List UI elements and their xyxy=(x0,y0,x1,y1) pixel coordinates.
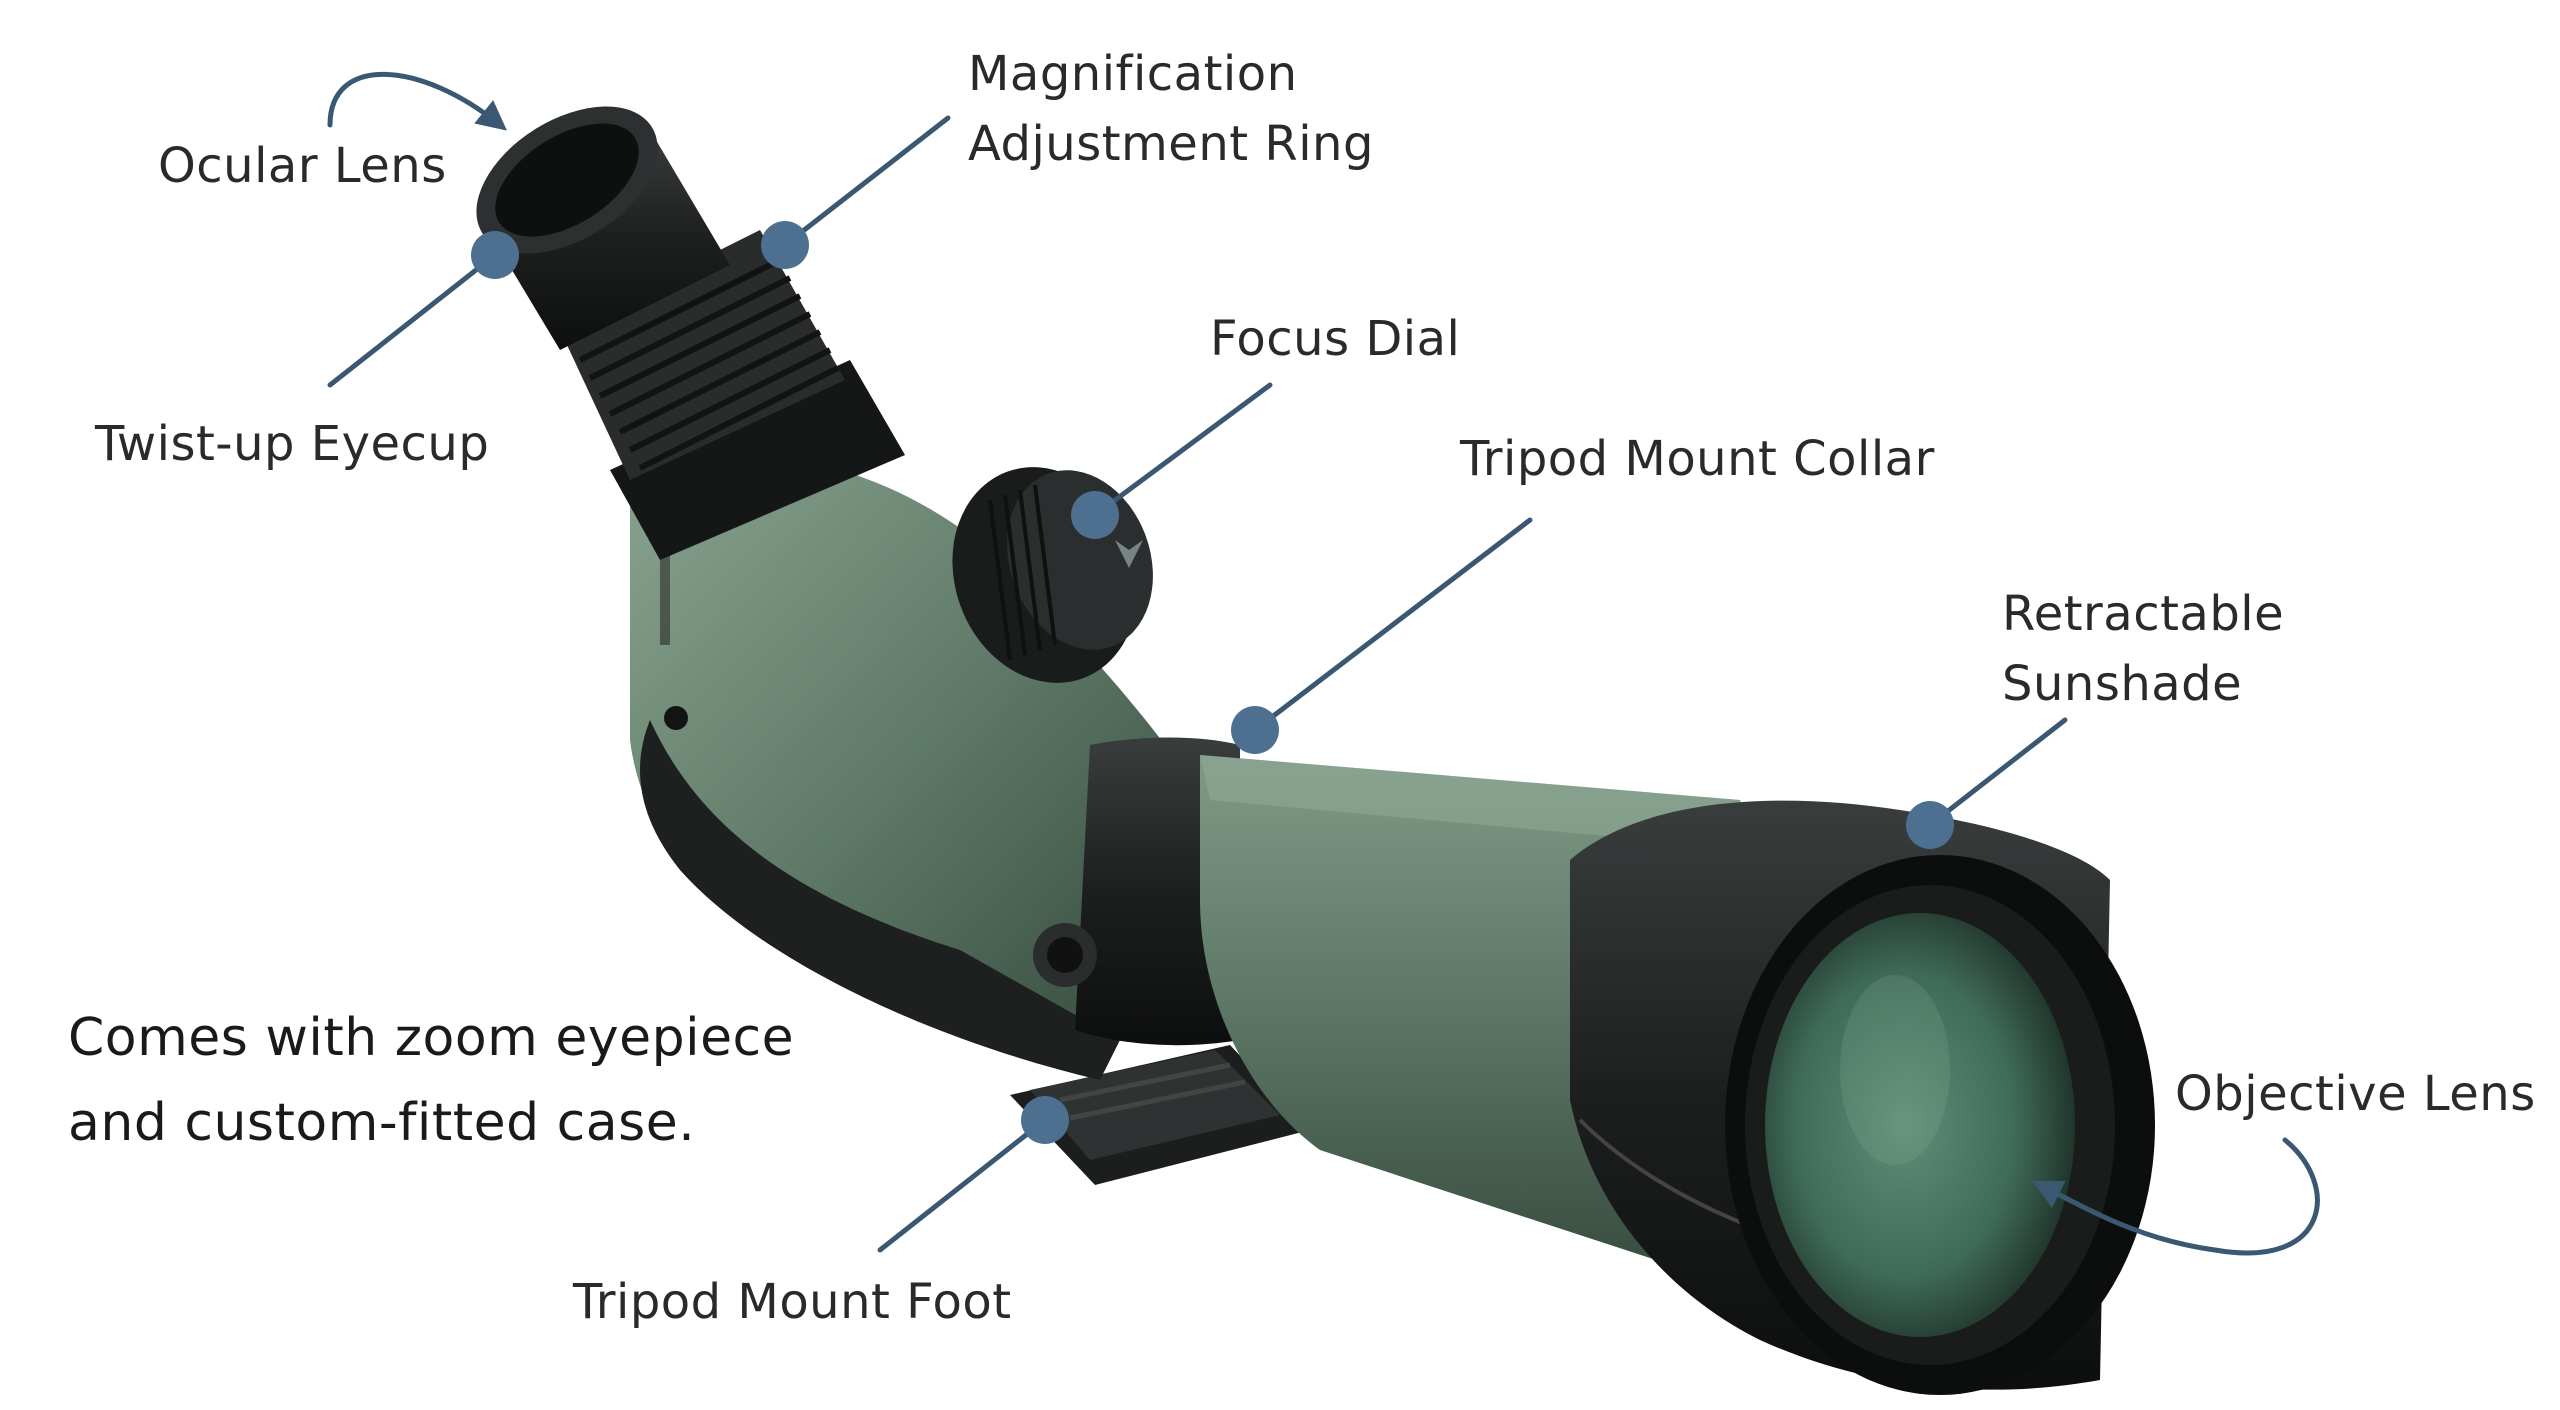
tripod-mount-collar-dot xyxy=(1231,706,1279,754)
note-line2: and custom-fitted case. xyxy=(68,1093,695,1153)
label-twist-up-eyecup: Twist-up Eyecup xyxy=(94,416,489,472)
label-sunshade-line1: Retractable xyxy=(2002,586,2284,642)
package-note: Comes with zoom eyepiece and custom-fitt… xyxy=(68,1008,794,1153)
annotation-leaders xyxy=(327,71,2320,1256)
objective-lens xyxy=(1725,855,2155,1395)
ocular-lens-arrow xyxy=(327,71,507,131)
objective-lens-arrow xyxy=(2031,1137,2320,1256)
label-ocular-lens: Ocular Lens xyxy=(158,138,447,194)
label-sunshade-line2: Sunshade xyxy=(2002,656,2242,712)
label-magnification-line1: Magnification xyxy=(968,46,1298,102)
eyepiece xyxy=(476,106,905,560)
annotation-labels: Ocular Lens Magnification Adjustment Rin… xyxy=(94,46,2536,1330)
retractable-sunshade-dot xyxy=(1906,801,1954,849)
spotting-scope-illustration xyxy=(476,106,2155,1395)
tripod-mount-collar xyxy=(1033,737,1240,1046)
label-tripod-mount-foot: Tripod Mount Foot xyxy=(572,1274,1012,1330)
focus-dial-dot xyxy=(1071,491,1119,539)
magnification-ring-dot xyxy=(761,221,809,269)
label-magnification-line2: Adjustment Ring xyxy=(968,116,1374,172)
note-line1: Comes with zoom eyepiece xyxy=(68,1008,794,1068)
label-objective-lens: Objective Lens xyxy=(2175,1066,2536,1122)
prism-housing xyxy=(630,454,1190,1080)
twist-up-eyecup-dot xyxy=(471,231,519,279)
label-tripod-mount-collar: Tripod Mount Collar xyxy=(1459,431,1935,487)
label-focus-dial: Focus Dial xyxy=(1210,311,1460,367)
tripod-mount-foot-dot xyxy=(1021,1096,1069,1144)
